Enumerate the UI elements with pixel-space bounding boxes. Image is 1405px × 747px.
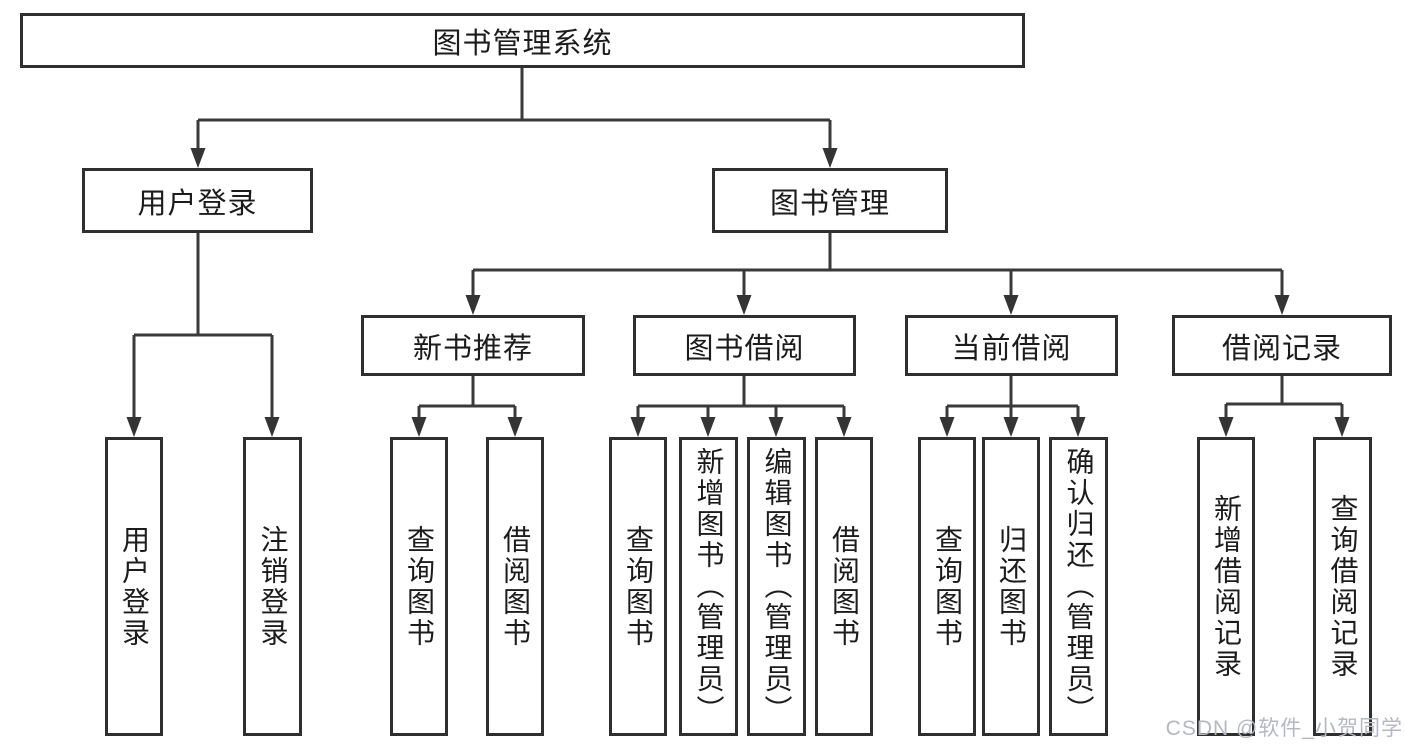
node-leaf-newbook-query-label: 查询图书 bbox=[404, 524, 435, 649]
node-leaf-record-add: 新增借阅记录 bbox=[1197, 437, 1255, 736]
csdn-watermark: CSDN @软件_小贺同学 bbox=[1165, 717, 1403, 740]
node-current-borrow: 当前借阅 bbox=[905, 315, 1118, 376]
node-leaf-borrow-add-label: 新增图书（管理员） bbox=[693, 447, 725, 726]
node-root: 图书管理系统 bbox=[20, 13, 1025, 68]
node-new-book-recommend: 新书推荐 bbox=[361, 315, 585, 376]
node-leaf-record-query-label: 查询借阅记录 bbox=[1327, 493, 1359, 680]
node-leaf-current-return: 归还图书 bbox=[982, 437, 1040, 736]
node-leaf-current-confirm: 确认归还（管理员） bbox=[1049, 437, 1108, 736]
node-leaf-current-query: 查询图书 bbox=[918, 437, 976, 736]
node-leaf-borrow-edit-label: 编辑图书（管理员） bbox=[761, 447, 793, 726]
node-borrow-records: 借阅记录 bbox=[1172, 315, 1392, 376]
node-leaf-borrow-query: 查询图书 bbox=[609, 437, 667, 736]
node-current-borrow-label: 当前借阅 bbox=[951, 332, 1072, 365]
node-leaf-record-query: 查询借阅记录 bbox=[1313, 437, 1372, 736]
node-leaf-logout: 注销登录 bbox=[243, 437, 302, 736]
node-borrow-records-label: 借阅记录 bbox=[1221, 332, 1342, 365]
node-user-login: 用户登录 bbox=[82, 168, 313, 233]
node-book-management: 图书管理 bbox=[712, 168, 948, 233]
node-new-book-recommend-label: 新书推荐 bbox=[412, 332, 533, 365]
node-leaf-borrow-borrow: 借阅图书 bbox=[815, 437, 873, 736]
node-leaf-borrow-query-label: 查询图书 bbox=[623, 524, 654, 649]
node-root-label: 图书管理系统 bbox=[432, 27, 613, 60]
node-leaf-current-query-label: 查询图书 bbox=[932, 524, 963, 649]
node-leaf-current-confirm-label: 确认归还（管理员） bbox=[1063, 447, 1095, 726]
node-leaf-current-return-label: 归还图书 bbox=[996, 524, 1027, 649]
node-leaf-borrow-add: 新增图书（管理员） bbox=[679, 437, 738, 736]
node-leaf-user-login: 用户登录 bbox=[105, 437, 163, 736]
node-leaf-newbook-borrow-label: 借阅图书 bbox=[500, 524, 531, 649]
node-leaf-borrow-edit: 编辑图书（管理员） bbox=[747, 437, 806, 736]
node-leaf-user-login-label: 用户登录 bbox=[119, 524, 150, 649]
node-leaf-borrow-borrow-label: 借阅图书 bbox=[829, 524, 860, 649]
node-leaf-logout-label: 注销登录 bbox=[257, 524, 289, 649]
node-leaf-record-add-label: 新增借阅记录 bbox=[1211, 493, 1242, 680]
node-leaf-newbook-query: 查询图书 bbox=[390, 437, 448, 736]
node-book-management-label: 图书管理 bbox=[769, 187, 890, 220]
node-leaf-newbook-borrow: 借阅图书 bbox=[486, 437, 544, 736]
node-user-login-label: 用户登录 bbox=[137, 187, 258, 220]
node-book-borrow-label: 图书借阅 bbox=[684, 332, 805, 365]
node-book-borrow: 图书借阅 bbox=[633, 315, 856, 376]
